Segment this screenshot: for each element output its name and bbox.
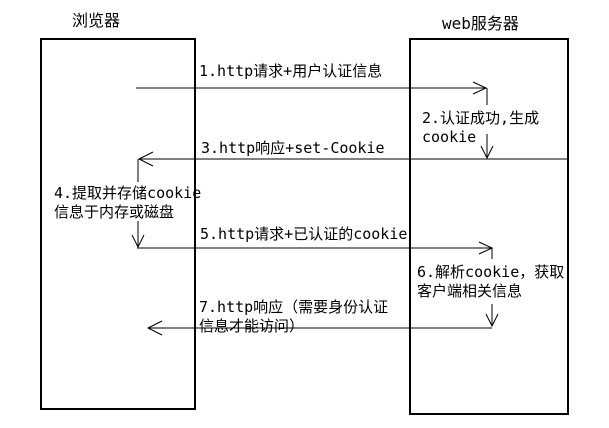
message-3-label: 3.http响应+set-Cookie xyxy=(201,139,385,157)
server-actor-label: web服务器 xyxy=(442,14,519,33)
message-7-label: 7.http响应（需要身份认证 信息才能访问） xyxy=(199,298,389,335)
message-4-label: 4.提取并存储cookie 信息于内存或磁盘 xyxy=(54,184,202,221)
server-lifeline-box xyxy=(409,38,569,415)
browser-lifeline-box xyxy=(40,38,196,410)
message-1-label: 1.http请求+用户认证信息 xyxy=(199,62,383,80)
message-5-label: 5.http请求+已认证的cookie xyxy=(200,225,408,243)
message-6-label: 6.解析cookie，获取 客户端相关信息 xyxy=(417,263,565,300)
browser-actor-label: 浏览器 xyxy=(72,11,121,30)
message-2-label: 2.认证成功,生成 cookie xyxy=(422,109,540,146)
